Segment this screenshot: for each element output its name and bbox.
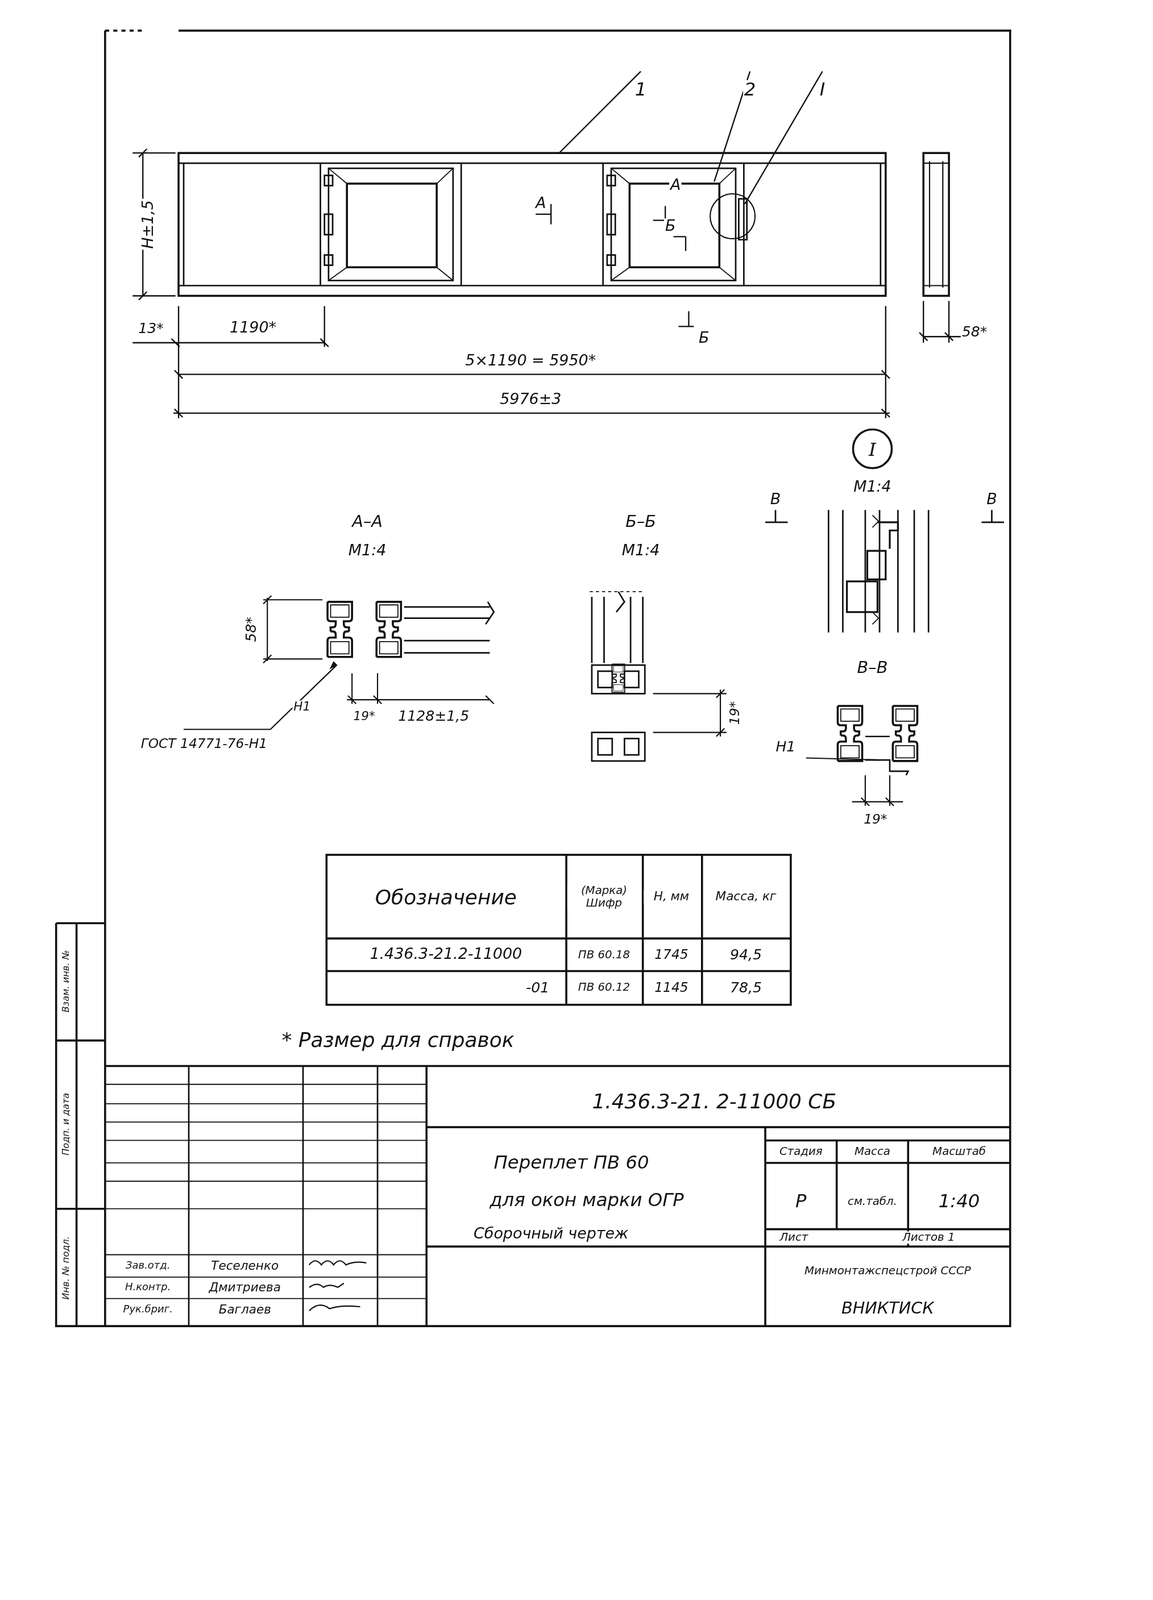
drawing-label: Инв. № подл.	[61, 1235, 72, 1301]
drawing-label: I	[818, 80, 827, 100]
drawing-label: Переплет ПВ 60	[492, 1153, 651, 1173]
drawing-label: 1745	[653, 948, 690, 962]
drawing-label: 78,5	[728, 980, 763, 995]
drawing-label: Взам. инв. №	[61, 949, 72, 1014]
drawing-label: Сборочный чертеж	[472, 1226, 630, 1243]
drawing-label: Баглаев	[217, 1303, 273, 1317]
drawing-label: Н1	[774, 739, 797, 755]
drawing-label: 1.436.3-21.2-11000	[368, 947, 524, 964]
detail-i	[765, 509, 1005, 633]
section-v-v	[806, 706, 918, 807]
drawing-label: * Размер для справок	[280, 1030, 516, 1052]
drawing-label: Н1	[292, 700, 312, 714]
drawing-label: 19*	[862, 812, 889, 827]
drawing-label: H, мм	[643, 890, 699, 904]
drawing-label: ПВ 60.12	[577, 981, 632, 994]
drawing-label: 19*	[352, 710, 377, 724]
drawing-label: 1128±1,5	[396, 708, 471, 724]
drawing-label: Теселенко	[210, 1259, 280, 1273]
window-sash-view	[178, 152, 949, 296]
drawing-label: 19*	[727, 700, 742, 727]
drawing-label: Масса	[853, 1146, 892, 1159]
data-table	[326, 855, 791, 1006]
drawing-label: Минмонтажспецстрой СССР	[784, 1265, 991, 1278]
drawing-label: М1:4	[852, 479, 893, 496]
drawing-label: 1190*	[228, 320, 278, 337]
drawing-label: М1:4	[620, 542, 661, 559]
drawing-label: В–В	[856, 659, 889, 677]
drawing-label: H±1,5	[140, 198, 157, 250]
drawing-label: 58*	[243, 615, 259, 644]
drawing-label: А	[534, 196, 547, 213]
drawing-label: А–А	[350, 513, 384, 532]
drawing-label: В	[985, 491, 998, 508]
section-b-b	[589, 591, 727, 762]
drawing-label: Масса, кг	[703, 890, 788, 904]
drawing-label: Обозначение	[374, 886, 518, 909]
drawing-label: 94,5	[728, 947, 763, 963]
drawing-label: А	[669, 177, 682, 194]
drawing-label: 58*	[960, 324, 989, 339]
drawing-label: 5×1190 = 5950*	[464, 353, 597, 369]
drawing-label: ГОСТ 14771-76-Н1	[139, 736, 269, 751]
drawing-label: 5976±3	[498, 391, 563, 408]
drawing-label: 1:40	[937, 1192, 981, 1212]
drawing-label: 13*	[137, 321, 165, 337]
drawing-label: Стадия	[778, 1146, 824, 1159]
section-a-a	[183, 595, 495, 730]
drawing-label: В	[769, 491, 782, 508]
drawing-label: Б	[664, 218, 677, 235]
drawing-label: 1145	[653, 980, 690, 995]
drawing-label: ПВ 60.18	[577, 948, 632, 961]
drawing-label: 1	[633, 80, 648, 100]
drawing-label: Б	[697, 330, 711, 347]
drawing-label: 1.436.3-21. 2-11000 СБ	[591, 1091, 838, 1113]
sheet-frame	[56, 30, 1011, 1327]
drawing-label: Лист	[778, 1232, 810, 1244]
drawing-label: 2	[743, 80, 757, 100]
drawing-label: Дмитриева	[208, 1281, 282, 1295]
signatures	[309, 1261, 367, 1312]
dimension-lines	[132, 71, 970, 419]
drawing-label: Н.контр.	[123, 1282, 172, 1293]
drawing-label: М1:4	[347, 542, 388, 559]
detail-callout-circle: I	[852, 428, 894, 470]
drawing-label: Зав.отд.	[124, 1261, 172, 1272]
drawing-label: Р	[794, 1192, 808, 1212]
drawing-label: Листов 1	[901, 1232, 956, 1244]
drawing-label: Масштаб	[931, 1146, 987, 1159]
drawing-label: -01	[524, 980, 551, 995]
drawing-label: Б–Б	[624, 513, 657, 532]
drawing-label: для окон марки ОГР	[488, 1191, 685, 1211]
callout-number: I	[868, 438, 877, 460]
drawing-label: (Марка) Шифр	[567, 885, 641, 909]
drawing-label: Рук.бриг.	[122, 1304, 174, 1316]
drawing-label: ВНИКТИСК	[840, 1300, 935, 1318]
drawing-label: см.табл.	[846, 1196, 898, 1209]
drawing-label: Подп. и дата	[61, 1092, 72, 1157]
